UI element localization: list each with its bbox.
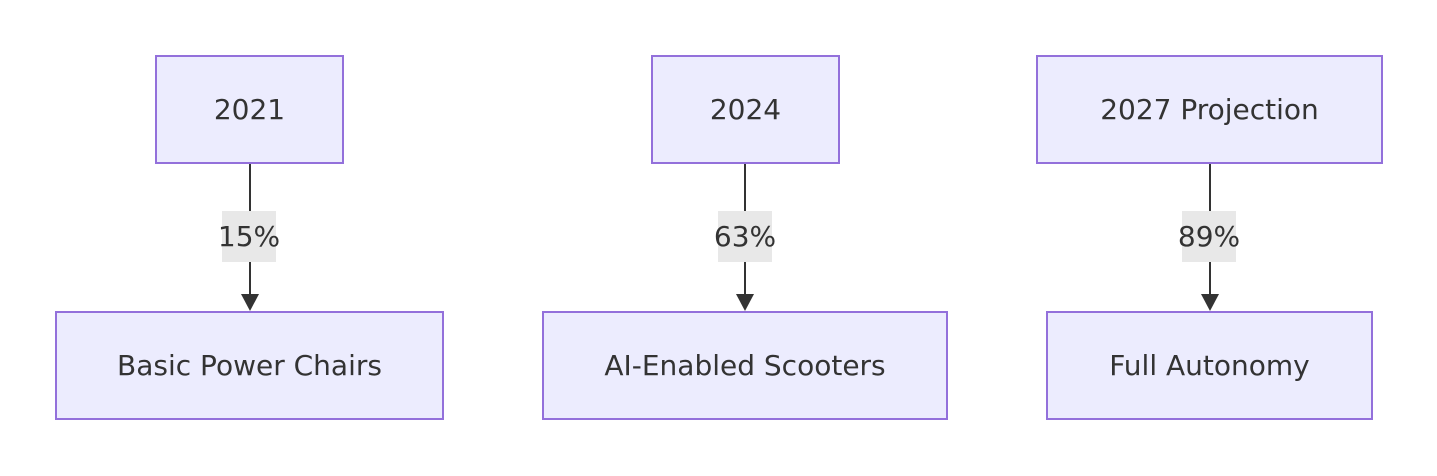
edge-2024-ai-label: 63% xyxy=(714,211,776,262)
arrowhead-icon xyxy=(241,294,259,311)
node-2027-projection-label: 2027 Projection xyxy=(1100,93,1319,126)
node-full-autonomy-label: Full Autonomy xyxy=(1109,349,1310,382)
node-2027-projection: 2027 Projection xyxy=(1036,55,1383,164)
arrowhead-icon xyxy=(1201,294,1219,311)
edge-2027-full-label: 89% xyxy=(1178,211,1240,262)
arrowhead-icon xyxy=(736,294,754,311)
node-basic-power-chairs-label: Basic Power Chairs xyxy=(117,349,382,382)
node-basic-power-chairs: Basic Power Chairs xyxy=(55,311,444,420)
edge-2021-basic-label: 15% xyxy=(218,211,280,262)
node-ai-enabled-scooters: AI-Enabled Scooters xyxy=(542,311,948,420)
node-ai-enabled-scooters-label: AI-Enabled Scooters xyxy=(604,349,886,382)
node-full-autonomy: Full Autonomy xyxy=(1046,311,1373,420)
node-2021: 2021 xyxy=(155,55,344,164)
node-2021-label: 2021 xyxy=(213,93,286,126)
node-2024-label: 2024 xyxy=(709,93,782,126)
node-2024: 2024 xyxy=(651,55,840,164)
